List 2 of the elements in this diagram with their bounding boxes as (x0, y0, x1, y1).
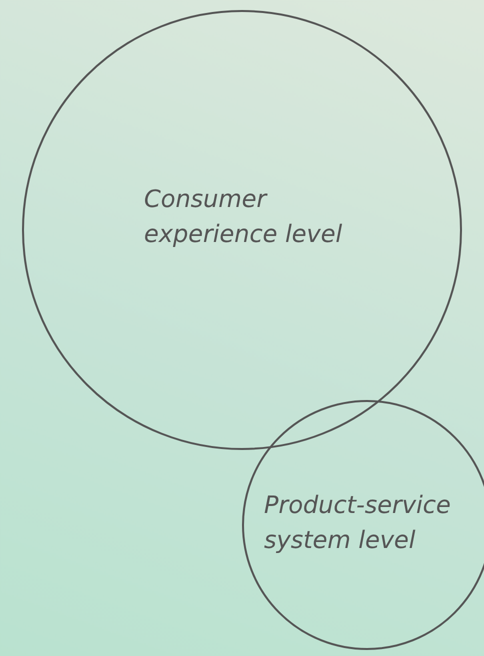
level-label: Consumer experience level (144, 184, 344, 250)
level-label: Product-service system level (264, 490, 452, 556)
